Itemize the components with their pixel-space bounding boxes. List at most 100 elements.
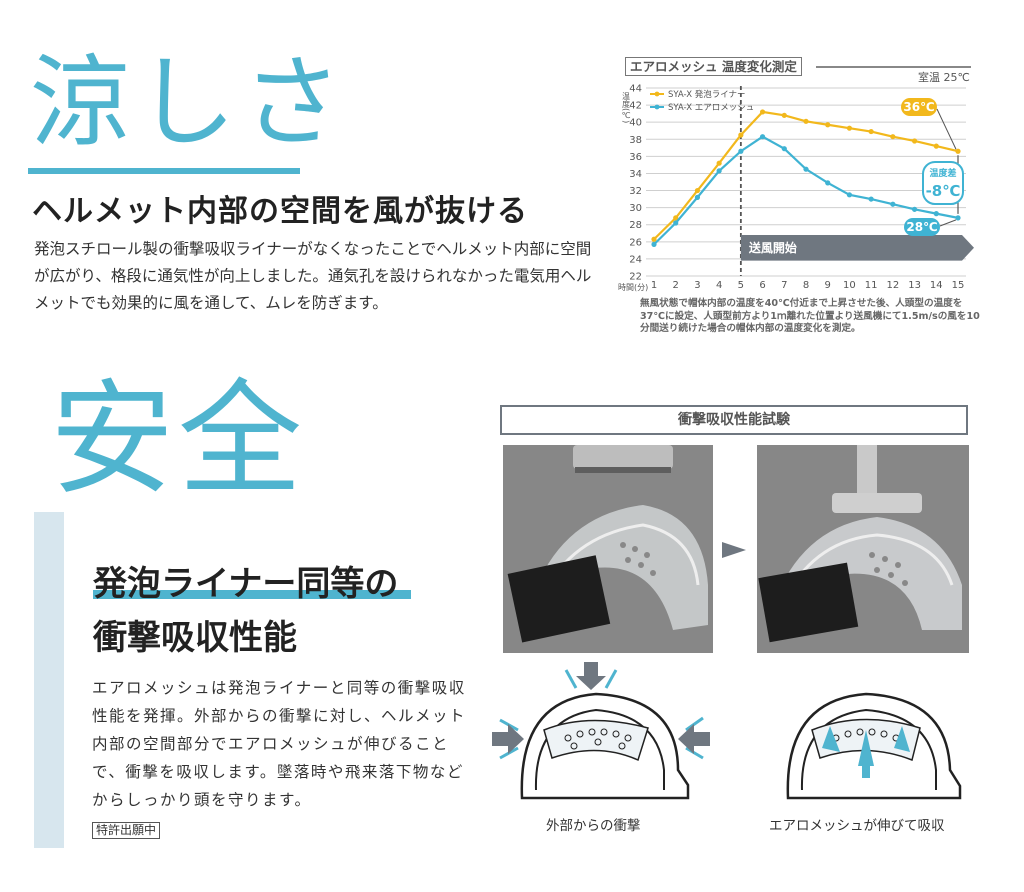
x-tick-label: 3 (694, 280, 700, 291)
data-point (716, 160, 722, 166)
data-point (651, 236, 657, 242)
y-tick-label: 34 (629, 169, 642, 180)
x-tick-label: 1 (651, 280, 657, 291)
wind-start-band (740, 234, 974, 261)
data-point (846, 125, 853, 131)
impact-test-photo-after (757, 445, 969, 653)
safety-heading-line2: 衝撃吸収性能 (93, 618, 297, 658)
label-low: 28℃ (906, 220, 937, 234)
y-tick-label: 40 (629, 118, 642, 129)
data-point (673, 215, 679, 221)
data-point (868, 196, 874, 202)
x-tick-label: 2 (673, 280, 679, 291)
safety-side-bar (34, 512, 64, 848)
arrow-right-icon (722, 542, 746, 558)
impact-arrow-top (576, 662, 606, 690)
helmet-impact-diagram (492, 662, 710, 800)
x-tick-label: 6 (759, 280, 765, 291)
chart-note: 無風状態で帽体内部の温度を40℃付近まで上昇させた後、人頭型の温度を37℃に設定… (640, 298, 980, 334)
room-temperature: 室温 25℃ (918, 71, 970, 84)
label-high: 36℃ (903, 100, 934, 114)
safety-body: エアロメッシュは発泡ライナーと同等の衝撃吸収性能を発揮。外部からの衝撃に対し、ヘ… (92, 679, 467, 809)
y-tick-label: 42 (629, 101, 642, 112)
data-point (781, 146, 787, 152)
x-tick-label: 9 (825, 280, 831, 291)
cool-title: 涼しさ (30, 44, 348, 161)
x-tick-label: 12 (886, 280, 899, 291)
y-tick-label: 22 (629, 272, 642, 283)
y-tick-label: 44 (629, 84, 642, 95)
y-axis-label: 温度(℃) (621, 92, 631, 123)
data-point (651, 241, 657, 247)
legend-marker (654, 91, 660, 97)
label-low-bg (904, 218, 940, 236)
x-tick-label: 10 (843, 280, 856, 291)
caption-external-impact: 外部からの衝撃 (546, 818, 641, 834)
y-tick-label: 32 (629, 186, 642, 197)
data-point (933, 143, 939, 149)
test-title: 衝撃吸収性能試験 (500, 405, 968, 435)
data-point (868, 128, 874, 135)
safety-heading-line1: 発泡ライナー同等の (93, 564, 399, 604)
data-point (846, 192, 853, 198)
stretch-arrow-up (858, 730, 874, 766)
label-high-leader (936, 108, 957, 150)
data-point (738, 148, 744, 154)
x-tick-label: 4 (716, 280, 722, 291)
x-tick-label: 14 (930, 280, 943, 291)
data-point (911, 138, 918, 144)
helmet-absorb-diagram (786, 692, 962, 800)
data-point (781, 112, 787, 118)
caption-mesh-absorb: エアロメッシュが伸びて吸収 (769, 818, 945, 834)
stretch-arrow-right (894, 726, 910, 752)
data-point (933, 211, 939, 217)
cool-body: 発泡スチロール製の衝撃吸収ライナーがなくなったことでヘルメット内部に空間が広がり… (34, 240, 592, 312)
stretch-arrow-left (822, 726, 840, 752)
label-high-bg (901, 98, 937, 116)
y-tick-label: 26 (629, 237, 642, 248)
wind-start-label: 送風開始 (748, 240, 797, 255)
cool-title-underline (28, 168, 300, 174)
data-point (890, 201, 896, 207)
y-tick-label: 24 (629, 254, 642, 265)
y-tick-label: 28 (629, 220, 642, 231)
data-point (759, 134, 766, 140)
x-axis-label: 時間(分) (618, 283, 648, 292)
data-point (694, 194, 701, 200)
chart-title-rule (816, 66, 971, 68)
data-point (955, 148, 961, 154)
legend-label: SYA-X エアロメッシュ (668, 103, 754, 113)
legend-label: SYA-X 発泡ライナー (668, 89, 746, 100)
data-point (911, 206, 918, 212)
y-tick-label: 36 (629, 152, 642, 163)
x-tick-label: 5 (738, 280, 744, 291)
diff-label: 温度差 (929, 167, 956, 179)
diff-value: -8℃ (926, 182, 961, 200)
data-point (694, 187, 701, 194)
data-point (955, 215, 961, 221)
data-point (803, 118, 809, 124)
heading-highlight (93, 590, 411, 599)
data-point (825, 122, 831, 128)
cool-heading: ヘルメット内部の空間を風が抜ける (32, 194, 528, 229)
impact-test-photo-before (503, 445, 713, 653)
legend-marker (654, 104, 660, 110)
y-tick-label: 30 (629, 203, 642, 214)
safety-title: 安全 (50, 368, 307, 512)
impact-arrow-left (492, 724, 524, 754)
data-point (673, 220, 679, 226)
x-tick-label: 8 (803, 280, 809, 291)
data-point (738, 132, 744, 138)
x-tick-label: 15 (952, 280, 965, 291)
diff-badge (922, 161, 964, 205)
patent-badge: 特許出願中 (92, 822, 161, 839)
chart-title: エアロメッシュ 温度変化測定 (625, 57, 802, 76)
data-point (890, 134, 896, 140)
y-tick-label: 38 (629, 135, 642, 146)
label-low-leader (939, 219, 957, 227)
data-point (825, 180, 831, 186)
x-tick-label: 11 (865, 280, 878, 291)
impact-arrow-right (678, 724, 710, 754)
data-point (803, 166, 809, 172)
